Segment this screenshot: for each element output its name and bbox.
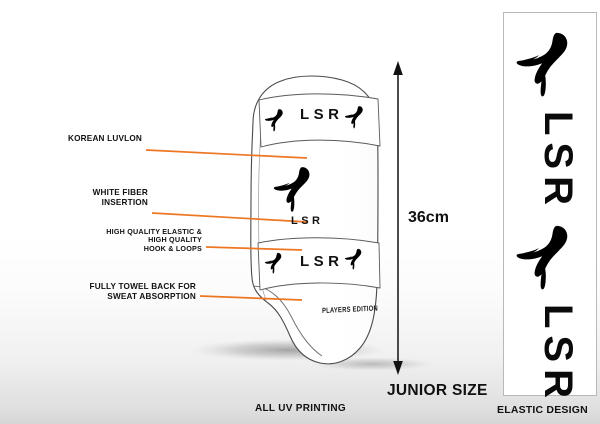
bird-swoosh-icon (516, 225, 568, 290)
pad-top-strap-text: LSR (300, 106, 344, 123)
pad-body-outline (250, 75, 379, 365)
pad-center-brand-text: LSR (291, 215, 324, 227)
pad-lower-roll (252, 285, 323, 357)
annotation-high-quality-elastic: HIGH QUALITY ELASTIC & HIGH QUALITY HOOK… (106, 227, 202, 253)
dimension-label-36cm: 36cm (408, 209, 449, 226)
pad-lower-strap-text: LSR (300, 253, 344, 270)
elastic-panel-text-bottom: LSR (536, 304, 580, 405)
annotation-white-fiber-insertion: WHITE FIBER INSERTION (92, 188, 148, 207)
dimension-arrowhead-bottom (393, 361, 403, 375)
leader-line-high-quality (205, 246, 303, 251)
pad-lower-strap (257, 237, 381, 291)
leader-line-towel-back (199, 295, 303, 301)
dimension-arrowhead-top (393, 61, 403, 75)
elastic-panel-text-top: LSR (536, 111, 580, 212)
leader-line-korean-luvlon (145, 149, 308, 159)
caption-junior-size: JUNIOR SIZE (387, 382, 488, 399)
elastic-design-panel: LSR LSR (503, 12, 597, 405)
caption-all-uv-printing: ALL UV PRINTING (255, 403, 346, 414)
annotation-fully-towel-back: FULLY TOWEL BACK FOR SWEAT ABSORPTION (89, 282, 196, 301)
pad-top-strap (258, 93, 381, 148)
leader-line-white-fiber (151, 212, 309, 223)
caption-elastic-design: ELASTIC DESIGN (497, 404, 588, 416)
annotation-korean-luvlon: KOREAN LUVLON (67, 134, 142, 143)
bird-swoosh-icon (516, 32, 568, 97)
